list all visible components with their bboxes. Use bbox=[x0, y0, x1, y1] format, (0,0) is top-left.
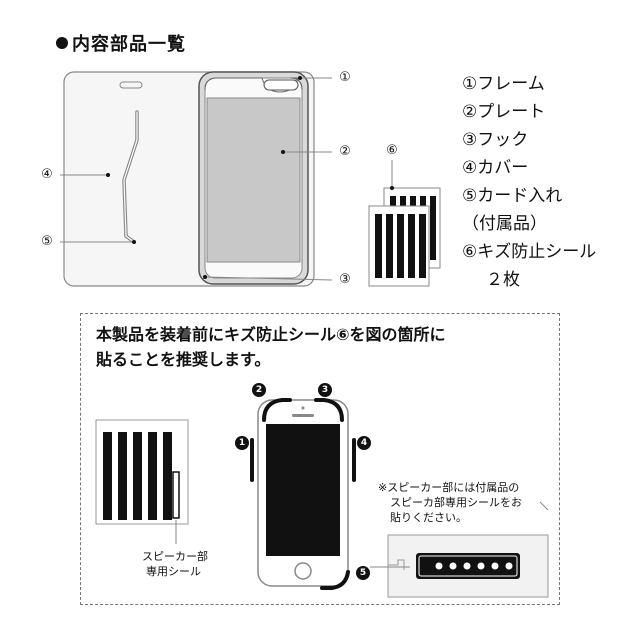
legend-item: ①フレーム bbox=[462, 74, 545, 94]
placement-marker-1: 1 bbox=[235, 436, 249, 450]
instruction-line: 貼ることを推奨します。 bbox=[96, 350, 271, 369]
legend-item: ④カバー bbox=[462, 158, 529, 178]
sticker-sheet-large bbox=[95, 419, 189, 544]
legend-item: （付属品） bbox=[462, 214, 547, 234]
sticker-sheets-illustration bbox=[368, 187, 441, 287]
legend-item: ２枚 bbox=[486, 270, 520, 290]
leader-dots bbox=[106, 76, 394, 279]
instruction-text: 本製品を装着前にキズ防止シール⑥を図の箇所に 貼ることを推奨します。 bbox=[96, 322, 446, 372]
speaker-label-line: 専用シール bbox=[146, 565, 201, 578]
callout-card: ⑤ bbox=[41, 234, 53, 249]
legend-item: ②プレート bbox=[462, 102, 546, 122]
callout-cover: ④ bbox=[41, 167, 53, 182]
leader-lines bbox=[60, 77, 393, 281]
speaker-label-line: スピーカー部 bbox=[142, 550, 208, 563]
legend-item: ⑥キズ防止シール bbox=[462, 242, 597, 262]
callout-hook: ③ bbox=[339, 272, 351, 287]
callout-plate: ② bbox=[339, 144, 351, 159]
parts-diagram bbox=[60, 71, 441, 287]
bullet-icon bbox=[56, 37, 68, 49]
note-line: 貼りください。 bbox=[390, 511, 467, 524]
placement-marker-3: 3 bbox=[318, 383, 332, 397]
note-line: スピーカ部専用シールをお bbox=[390, 496, 522, 509]
instruction-box bbox=[80, 313, 560, 605]
placement-marker-4: 4 bbox=[357, 436, 371, 450]
parts-legend: ①フレーム ②プレート ③フック ④カバー ⑤カード入れ （付属品） ⑥キズ防止… bbox=[462, 70, 596, 294]
callout-frame: ① bbox=[339, 70, 351, 85]
note-line: ※スピーカー部には付属品の bbox=[378, 481, 520, 494]
placement-marker-2: 2 bbox=[252, 383, 266, 397]
section-heading-text: 内容部品一覧 bbox=[72, 34, 186, 55]
placement-marker-5: 5 bbox=[356, 566, 370, 580]
legend-item: ⑤カード入れ bbox=[462, 186, 563, 206]
speaker-sticker-label: スピーカー部 専用シール bbox=[142, 549, 208, 579]
instruction-line: 本製品を装着前にキズ防止シール⑥を図の箇所に bbox=[96, 325, 446, 344]
section-heading: 内容部品一覧 bbox=[56, 30, 186, 56]
phone-illustration bbox=[257, 399, 349, 587]
callout-sticker: ⑥ bbox=[386, 143, 398, 158]
placement-marks bbox=[250, 398, 356, 590]
speaker-note: ※スピーカー部には付属品の スピーカ部専用シールをお 貼りください。 bbox=[378, 480, 522, 525]
legend-item: ③フック bbox=[462, 130, 529, 150]
plate-illustration bbox=[206, 97, 301, 263]
speaker-detail bbox=[370, 501, 549, 598]
